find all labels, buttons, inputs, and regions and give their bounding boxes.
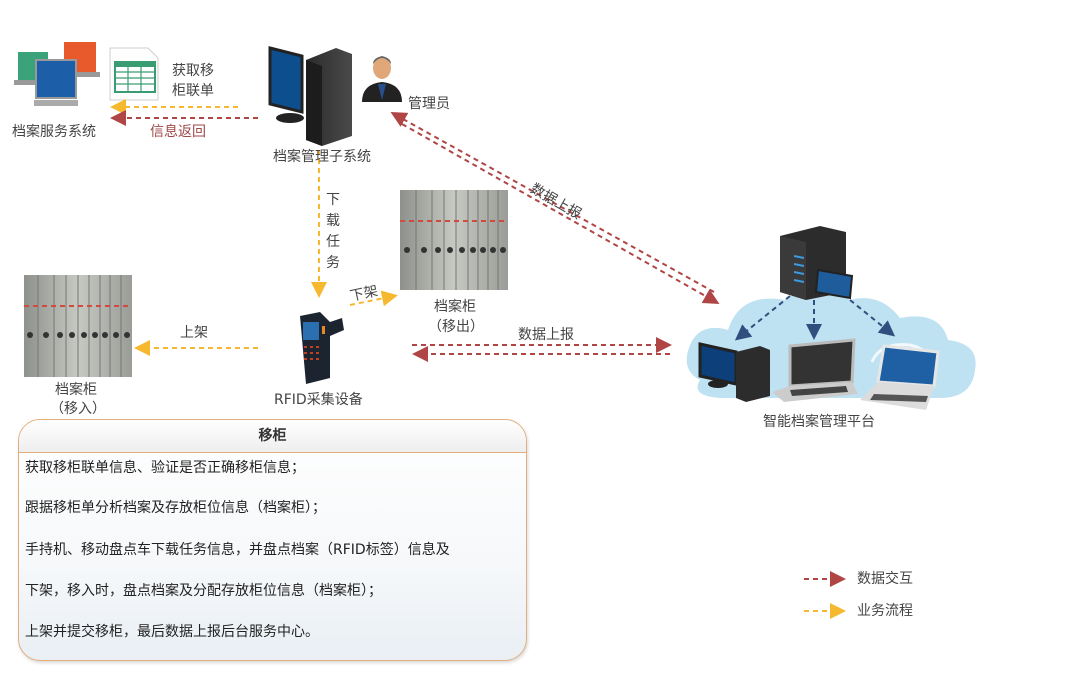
- get-transfer-form-label-2: 柜联单: [172, 83, 214, 99]
- business-flow-arrows: [110, 99, 398, 356]
- cabinet-in-label-1: 档案柜: [55, 382, 97, 398]
- data-report-horizontal-label: 数据上报: [518, 327, 574, 343]
- download-task-label-3: 任: [326, 234, 340, 250]
- cabinet-in-icon: [24, 275, 132, 377]
- data-flow-arrows: [110, 110, 720, 362]
- panel-line-3: 手持机、移动盘点车下载任务信息，并盘点档案（RFID标签）信息及: [25, 542, 450, 558]
- rfid-device-label: RFID采集设备: [274, 392, 363, 408]
- download-task-label-1: 下: [326, 192, 340, 208]
- panel-title: 移柜: [19, 420, 526, 453]
- download-task-label-2: 载: [326, 213, 340, 229]
- info-return-label: 信息返回: [150, 124, 206, 140]
- get-transfer-form-label-1: 获取移: [172, 63, 214, 79]
- platform-links: [734, 295, 896, 341]
- archive-service-system-label: 档案服务系统: [12, 124, 96, 140]
- laptop-light-icon: [860, 344, 940, 410]
- panel-line-2: 跟据移柜单分析档案及存放柜位信息（档案柜）；: [25, 500, 326, 516]
- download-task-label-4: 务: [326, 255, 340, 271]
- panel-line-5: 上架并提交移柜，最后数据上报后台服务中心。: [25, 624, 319, 640]
- panel-line-1: 获取移柜联单信息、验证是否正确移柜信息；: [25, 460, 305, 476]
- cabinet-out-icon: [400, 190, 508, 290]
- administrator-avatar-icon: [362, 56, 402, 102]
- archive-management-pc-icon: [268, 46, 352, 146]
- cabinet-in-label-2: （移入）: [50, 401, 106, 417]
- legend-business-flow-label: 业务流程: [857, 603, 913, 619]
- rfid-handheld-icon: [300, 312, 344, 384]
- shelf-on-label: 上架: [180, 325, 208, 341]
- transfer-description-panel: 移柜 获取移柜联单信息、验证是否正确移柜信息； 跟据移柜单分析档案及存放柜位信息…: [18, 419, 527, 661]
- arrow-report-to-subsystem: [390, 112, 715, 293]
- archive-mgmt-subsystem-label: 档案管理子系统: [273, 149, 371, 165]
- archive-service-system-icon: [14, 42, 100, 106]
- transfer-form-document-icon: [109, 47, 159, 101]
- cabinet-out-label-2: （移出）: [428, 319, 484, 335]
- laptop-dark-icon: [772, 338, 858, 402]
- administrator-label: 管理员: [408, 96, 450, 112]
- smart-platform-label: 智能档案管理平台: [763, 414, 875, 430]
- arrow-report-to-platform: [401, 123, 720, 304]
- cabinet-out-label-1: 档案柜: [434, 299, 476, 315]
- panel-line-4: 下架，移入时，盘点档案及分配存放柜位信息（档案柜）；: [25, 583, 382, 599]
- server-tower-icon: [780, 226, 854, 300]
- arrow-shelf-off: [349, 290, 398, 307]
- desktop-pc-icon: [698, 342, 770, 402]
- legend-data-interaction-label: 数据交互: [857, 571, 913, 587]
